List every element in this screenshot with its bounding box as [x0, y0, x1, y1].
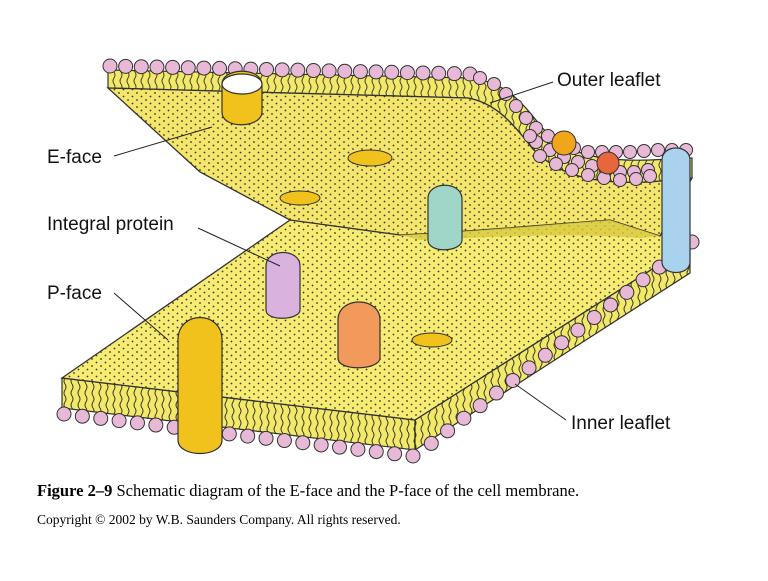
inner-leaflet-leader — [514, 383, 567, 421]
lipid-head — [295, 435, 311, 451]
lipid-head — [533, 149, 547, 163]
lipid-head — [165, 59, 181, 75]
lipid-head — [473, 71, 487, 85]
integral-protein-violet — [265, 252, 301, 319]
lipid-head — [623, 145, 637, 159]
outer-leaflet-protein — [221, 70, 263, 126]
lipid-head — [537, 347, 553, 363]
lipid-head — [102, 58, 118, 74]
lipid-head — [313, 437, 329, 453]
lipid-head — [549, 157, 563, 171]
lipid-head — [635, 272, 651, 288]
p-face-leader — [113, 292, 169, 341]
e-face-pit — [279, 190, 321, 206]
lipid-head — [523, 129, 537, 143]
figure-caption: Figure 2–9 Schematic diagram of the E-fa… — [37, 481, 757, 501]
lipid-head — [212, 60, 228, 76]
lipid-head — [554, 335, 570, 351]
lipid-head — [565, 163, 579, 177]
lipid-head — [456, 410, 472, 426]
lipid-head — [180, 60, 196, 76]
inner-leaflet-label: Inner leaflet — [571, 413, 671, 434]
lipid-head — [629, 172, 643, 186]
lipid-head — [521, 360, 537, 376]
inner-leaflet-lipid-heads — [56, 234, 700, 464]
lipid-head — [111, 413, 127, 429]
lipid-head — [258, 430, 274, 446]
lipid-head — [446, 66, 462, 82]
integral-protein-label: Integral protein — [47, 214, 174, 235]
lipid-head — [440, 423, 456, 439]
lipid-head — [405, 448, 421, 464]
lipid-head — [581, 168, 595, 182]
lipid-head — [603, 297, 619, 313]
lipid-head — [509, 99, 523, 113]
lipid-head — [399, 65, 415, 81]
lipid-head — [290, 62, 306, 78]
lipid-head — [221, 426, 237, 442]
lipid-head — [259, 61, 275, 77]
lipid-head — [350, 441, 366, 457]
outer-leaflet-lipid-heads — [102, 58, 478, 82]
lipid-head — [93, 410, 109, 426]
lipid-head — [586, 310, 602, 326]
lipid-head — [499, 87, 513, 101]
lipid-head — [472, 398, 488, 414]
lipid-head — [651, 143, 665, 157]
integral-protein-orange — [337, 301, 381, 369]
lipid-head — [337, 63, 353, 79]
lipid-head — [519, 111, 533, 125]
lipid-head — [488, 385, 504, 401]
integral-protein-leader — [197, 227, 281, 267]
lipid-head — [487, 77, 501, 91]
lipid-head — [305, 63, 321, 79]
lipid-head — [332, 439, 348, 455]
lipid-head — [423, 435, 439, 451]
transmembrane-protein-blue — [661, 147, 691, 274]
peripheral-protein-orange — [551, 130, 577, 156]
copyright-notice: Copyright © 2002 by W.B. Saunders Compan… — [37, 512, 401, 527]
e-face-label: E-face — [47, 147, 102, 168]
integral-protein-teal — [427, 184, 463, 251]
lipid-head — [368, 444, 384, 460]
p-face-label: P-face — [47, 283, 102, 304]
lipid-head — [148, 417, 164, 433]
e-face-pit — [347, 149, 393, 167]
lipid-head — [415, 65, 431, 81]
figure-number: Figure 2–9 — [37, 481, 113, 500]
transmembrane-protein-yellow — [177, 317, 223, 454]
lipid-head — [321, 63, 337, 79]
lipid-head — [637, 144, 651, 158]
lipid-head — [118, 58, 134, 74]
outer-leaflet-leader — [489, 81, 554, 104]
lipid-head — [570, 322, 586, 338]
lipid-head — [274, 62, 290, 78]
lipid-head — [149, 59, 165, 75]
lipid-head — [352, 64, 368, 80]
p-face-pit — [411, 332, 453, 348]
lipid-head — [276, 433, 292, 449]
peripheral-protein-red — [596, 151, 620, 175]
lipid-head — [240, 428, 256, 444]
lipid-head — [643, 169, 657, 183]
outer-leaflet-label: Outer leaflet — [557, 70, 661, 91]
membrane-freeze-fracture-diagram: Outer leaflet E-face Integral protein P-… — [47, 58, 700, 464]
lipid-head — [505, 372, 521, 388]
lipid-head — [74, 408, 90, 424]
lipid-head — [431, 65, 447, 81]
e-face-leader — [113, 126, 213, 157]
lipid-head — [619, 284, 635, 300]
lipid-head — [581, 145, 595, 159]
lipid-head — [368, 64, 384, 80]
lipid-head — [56, 406, 72, 422]
lipid-head — [133, 59, 149, 75]
lipid-head — [196, 60, 212, 76]
lipid-head — [129, 415, 145, 431]
lipid-head — [387, 446, 403, 462]
lipid-head — [384, 64, 400, 80]
figure-caption-text: Schematic diagram of the E-face and the … — [116, 481, 580, 500]
lipid-head — [613, 173, 627, 187]
